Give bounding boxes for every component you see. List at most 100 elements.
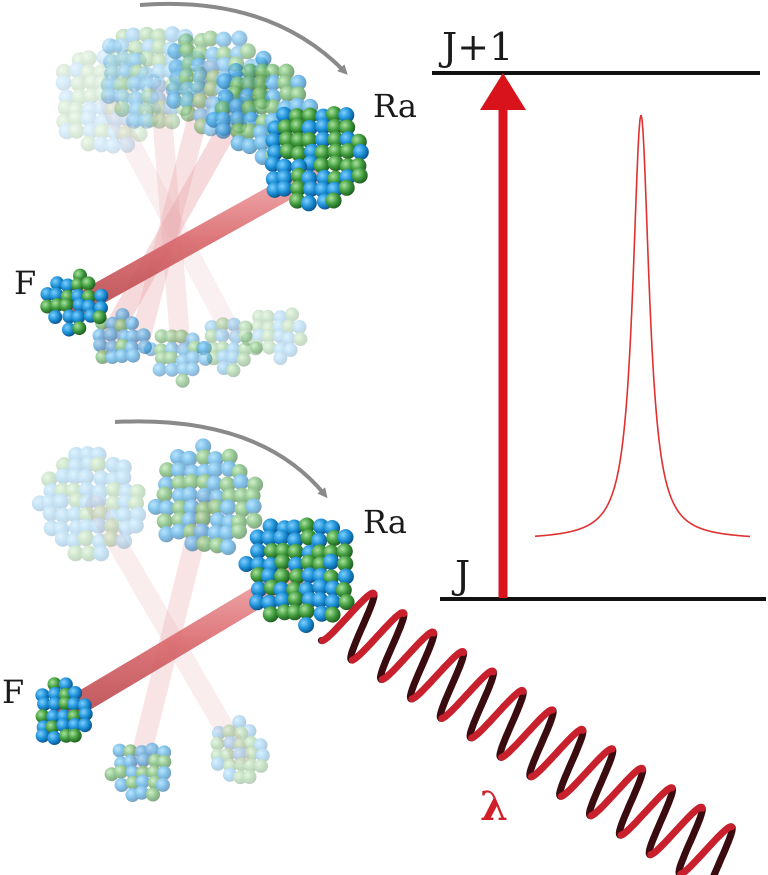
neutron-ball bbox=[289, 568, 306, 585]
ghost-fluorine-nucleus bbox=[241, 307, 308, 365]
proton-ball bbox=[250, 543, 267, 560]
proton-ball bbox=[170, 523, 187, 540]
proton-ball bbox=[216, 73, 233, 90]
neutron-ball bbox=[195, 510, 211, 527]
proton-ball bbox=[93, 136, 110, 153]
neutron-ball bbox=[59, 298, 74, 313]
proton-ball bbox=[249, 594, 266, 611]
neutron-ball bbox=[147, 765, 162, 780]
proton-ball bbox=[56, 718, 71, 733]
neutron-ball bbox=[204, 329, 219, 343]
proton-ball bbox=[126, 52, 143, 69]
proton-ball bbox=[207, 524, 224, 541]
proton-ball bbox=[215, 328, 230, 343]
proton-ball bbox=[239, 88, 256, 105]
neutron-ball bbox=[35, 709, 50, 724]
neutron-ball bbox=[326, 106, 342, 123]
neutron-ball bbox=[253, 75, 270, 92]
neutron-ball bbox=[123, 744, 138, 759]
neutron-ball bbox=[179, 42, 196, 59]
proton-ball bbox=[181, 450, 198, 467]
proton-ball bbox=[103, 54, 120, 70]
neutron-ball bbox=[286, 604, 303, 621]
proton-ball bbox=[112, 743, 127, 758]
neutron-ball bbox=[138, 26, 155, 43]
proton-ball bbox=[190, 57, 207, 74]
neutron-ball bbox=[67, 545, 84, 562]
proton-ball bbox=[116, 507, 132, 524]
neutron-ball bbox=[226, 363, 241, 378]
proton-ball bbox=[62, 322, 76, 337]
proton-ball bbox=[115, 308, 130, 323]
neutron-ball bbox=[264, 543, 280, 560]
neutron-ball bbox=[215, 317, 230, 332]
proton-ball bbox=[265, 132, 282, 149]
proton-ball bbox=[55, 507, 72, 524]
proton-ball bbox=[186, 350, 201, 365]
transition-arrow-head-icon bbox=[480, 73, 526, 110]
neutron-ball bbox=[114, 764, 128, 779]
proton-ball bbox=[315, 118, 332, 135]
neutron-ball bbox=[254, 758, 268, 773]
top-fluorine-label: F bbox=[14, 264, 36, 302]
top-rotation-arrow-icon bbox=[139, 1, 348, 75]
proton-ball bbox=[324, 594, 341, 610]
neutron-ball bbox=[78, 506, 95, 523]
neutron-ball bbox=[339, 119, 356, 136]
proton-ball bbox=[77, 469, 94, 485]
neutron-ball bbox=[113, 76, 130, 93]
proton-ball bbox=[288, 556, 305, 573]
proton-ball bbox=[226, 350, 241, 365]
proton-ball bbox=[37, 697, 52, 711]
proton-ball bbox=[126, 329, 141, 344]
top-radium-label: Ra bbox=[373, 87, 417, 125]
neutron-ball bbox=[70, 75, 87, 92]
proton-ball bbox=[116, 533, 133, 549]
neutron-ball bbox=[298, 517, 315, 534]
upper-level-label: J+1 bbox=[438, 25, 513, 69]
proton-ball bbox=[337, 529, 354, 546]
proton-ball bbox=[155, 777, 170, 792]
proton-ball bbox=[232, 474, 249, 490]
proton-ball bbox=[232, 715, 247, 730]
proton-ball bbox=[137, 340, 152, 354]
neutron-ball bbox=[45, 720, 60, 735]
proton-ball bbox=[300, 195, 317, 212]
proton-ball bbox=[220, 539, 237, 556]
proton-ball bbox=[164, 26, 181, 43]
proton-ball bbox=[262, 518, 279, 535]
neutron-ball bbox=[214, 100, 231, 117]
neutron-ball bbox=[220, 747, 235, 762]
neutron-ball bbox=[290, 86, 307, 103]
proton-ball bbox=[127, 517, 144, 534]
proton-ball bbox=[58, 677, 73, 692]
neutron-ball bbox=[242, 63, 258, 80]
neutron-ball bbox=[103, 531, 119, 547]
neutron-ball bbox=[262, 606, 279, 623]
proton-ball bbox=[48, 687, 63, 701]
neutron-ball bbox=[325, 192, 342, 209]
proton-ball bbox=[311, 532, 328, 549]
proton-ball bbox=[136, 753, 151, 768]
proton-ball bbox=[145, 742, 159, 757]
proton-ball bbox=[151, 63, 168, 80]
proton-ball bbox=[261, 594, 278, 611]
neutron-ball bbox=[156, 486, 173, 503]
proton-ball bbox=[220, 499, 236, 516]
proton-ball bbox=[82, 123, 99, 140]
ghost-radium-nucleus bbox=[147, 438, 264, 556]
neutron-ball bbox=[210, 736, 225, 751]
proton-ball bbox=[301, 119, 318, 136]
neutron-ball bbox=[95, 350, 110, 364]
proton-ball bbox=[55, 468, 72, 485]
neutron-ball bbox=[261, 329, 276, 344]
neutron-ball bbox=[239, 43, 256, 60]
proton-ball bbox=[215, 122, 232, 139]
proton-ball bbox=[115, 469, 132, 486]
neutron-ball bbox=[175, 373, 190, 388]
ghost-fluorine-nucleus bbox=[143, 329, 213, 388]
neutron-ball bbox=[221, 448, 238, 465]
proton-ball bbox=[126, 348, 141, 363]
proton-ball bbox=[78, 707, 93, 721]
neutron-ball bbox=[287, 591, 304, 608]
